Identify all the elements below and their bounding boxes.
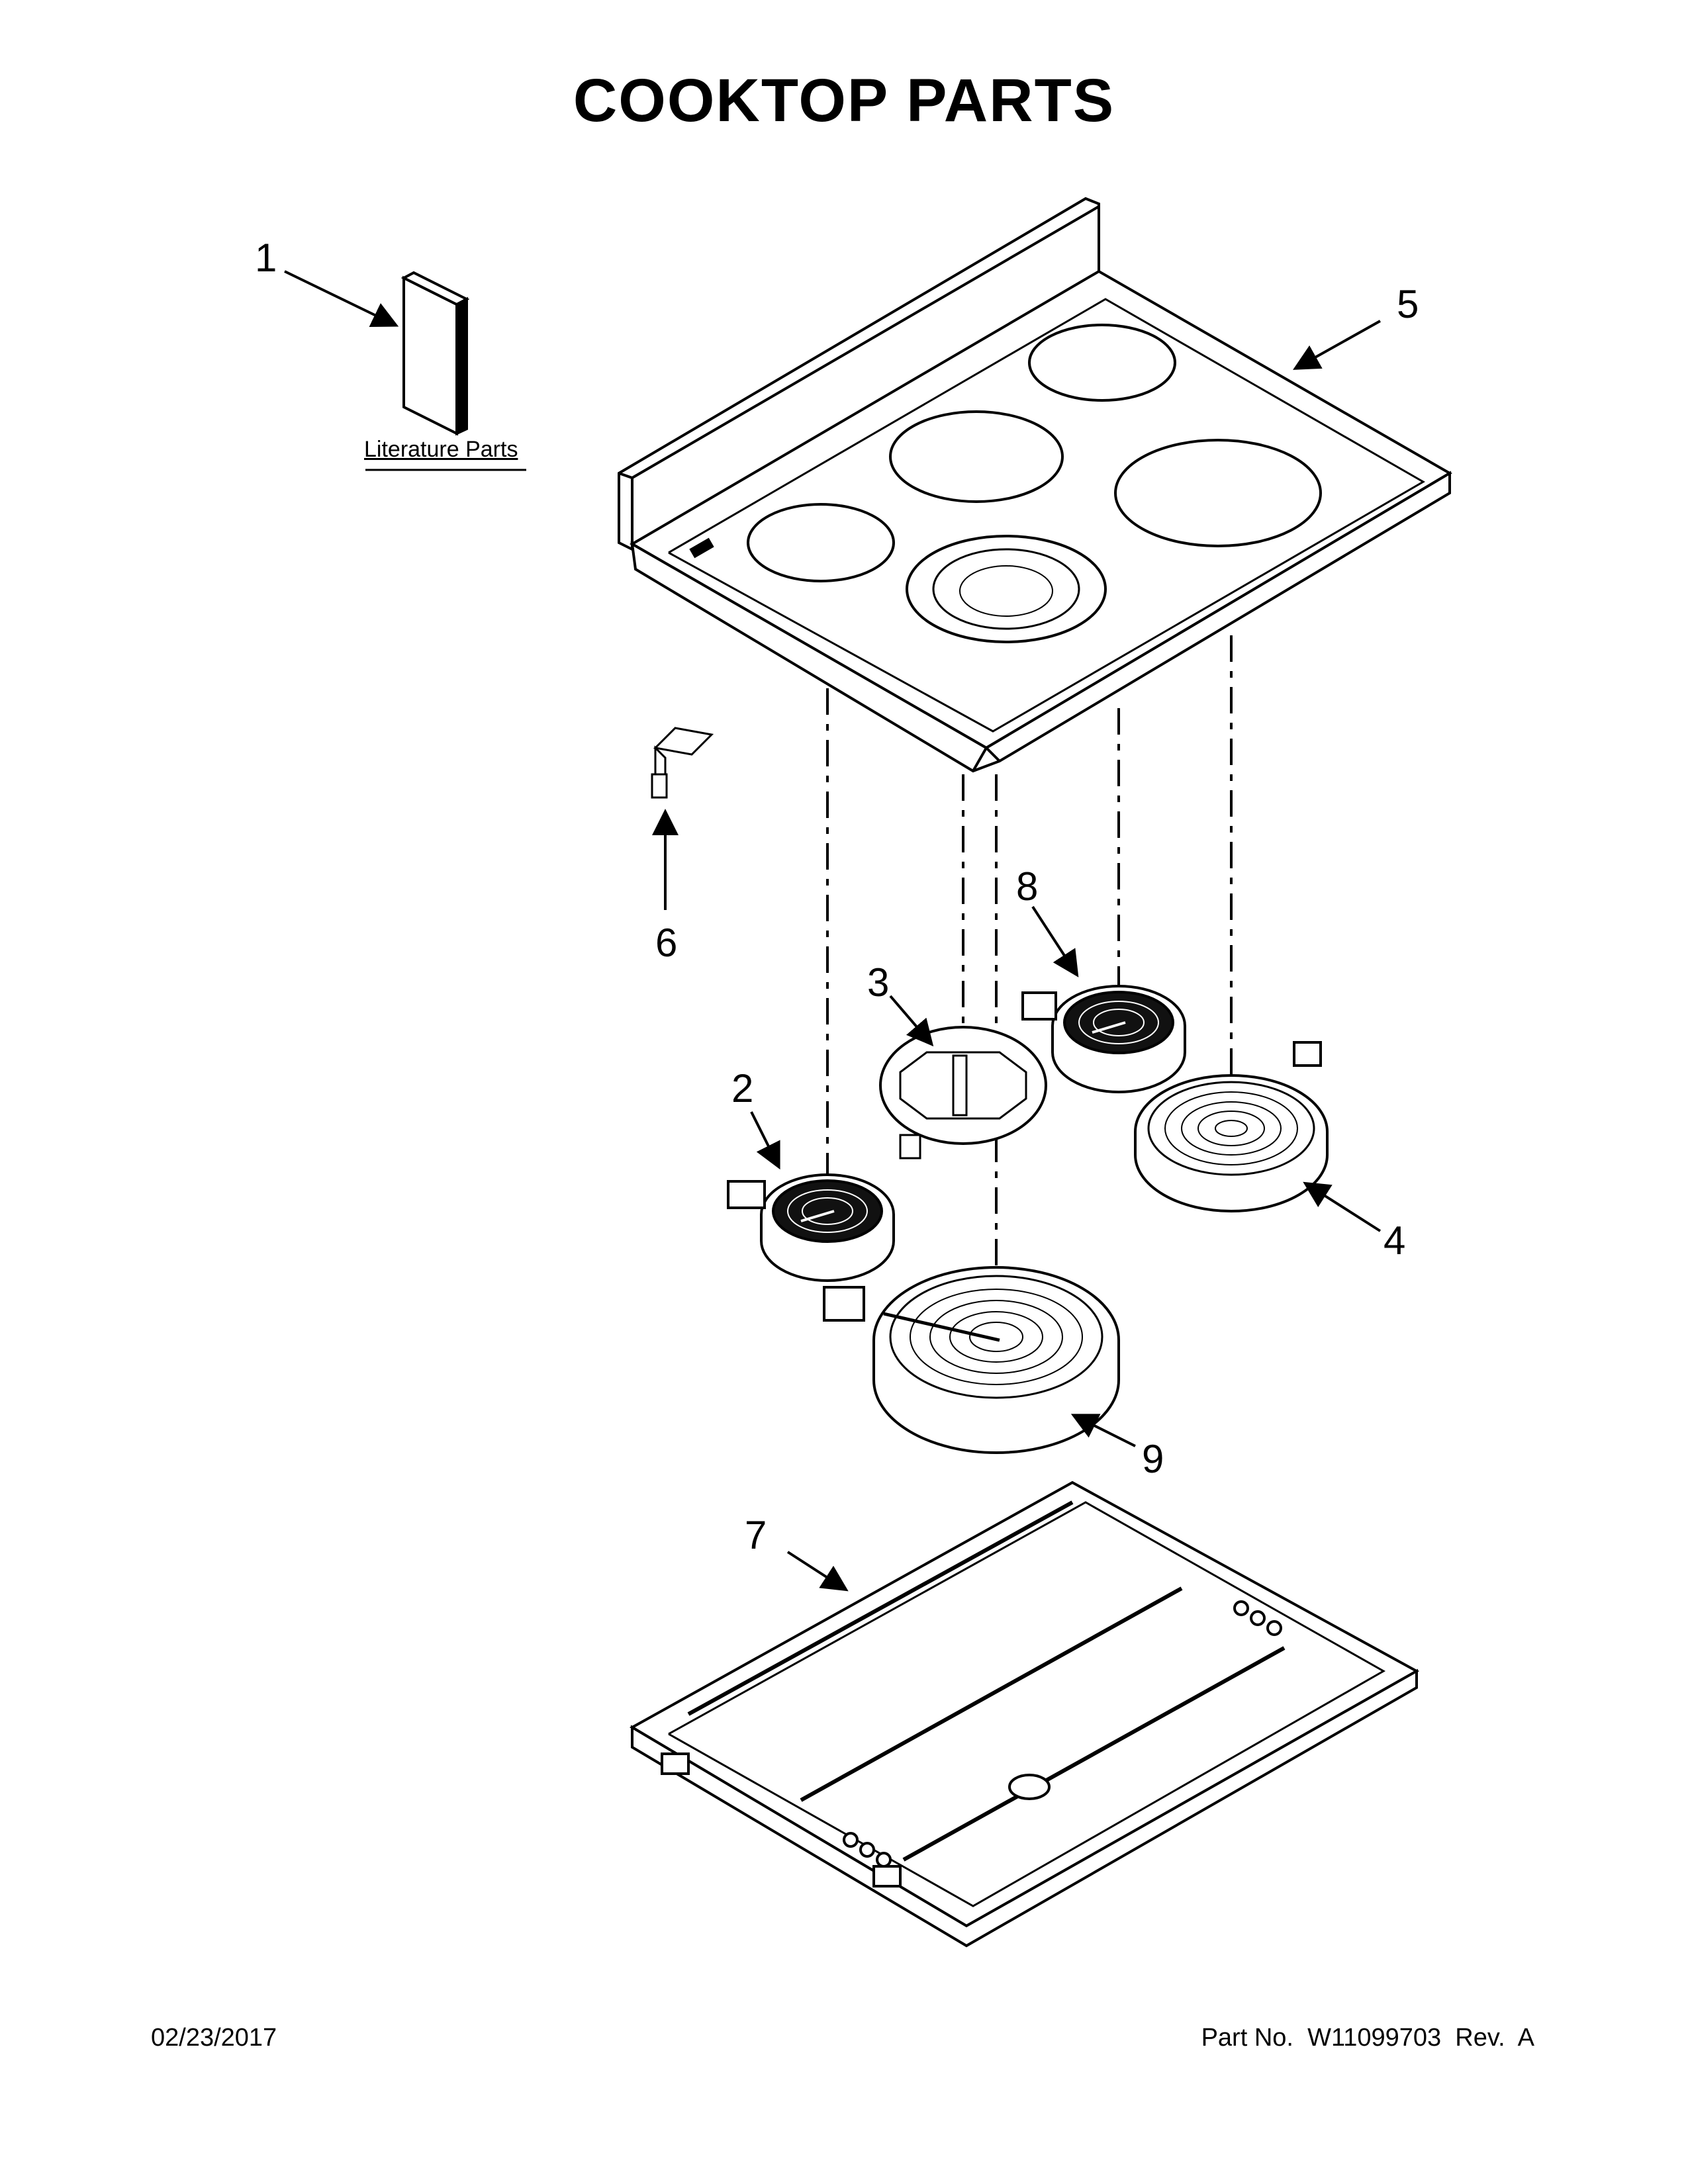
callout-4-arrow — [1303, 1181, 1382, 1232]
footer-part-number: Part No. W11099703 Rev. A — [1201, 2024, 1534, 2052]
callout-5-arrow — [1293, 320, 1381, 370]
callout-3-arrow — [889, 995, 934, 1047]
dual-radiant-element-9 — [823, 1266, 1120, 1454]
callout-4: 4 — [1383, 1218, 1406, 1263]
callout-8-arrow — [1031, 905, 1079, 978]
callout-2: 2 — [731, 1066, 754, 1111]
radiant-element-2 — [727, 1173, 895, 1282]
callout-8: 8 — [1016, 864, 1039, 909]
cooktop-support-frame — [629, 1480, 1420, 1948]
callout-7-arrow — [786, 1551, 849, 1592]
callout-9: 9 — [1142, 1437, 1164, 1481]
callout-9-arrow — [1070, 1414, 1136, 1447]
callout-6: 6 — [655, 921, 678, 965]
literature-parts-label[interactable]: Literature Parts — [364, 437, 518, 462]
literature-booklet — [400, 271, 470, 436]
callout-1: 1 — [255, 236, 277, 280]
large-radiant-element-4 — [1134, 1041, 1329, 1212]
callout-1-arrow — [284, 270, 399, 328]
small-radiant-element-8 — [1021, 985, 1186, 1093]
clip-part — [651, 727, 714, 799]
page-title: COOKTOP PARTS — [573, 67, 1115, 134]
callout-7: 7 — [745, 1513, 767, 1557]
callout-2-arrow — [750, 1111, 780, 1170]
callout-3: 3 — [867, 960, 890, 1005]
footer-date: 02/23/2017 — [151, 2024, 277, 2052]
shield-plate — [879, 1026, 1047, 1160]
callout-5: 5 — [1397, 282, 1419, 326]
cooktop-main-top — [618, 197, 1452, 773]
